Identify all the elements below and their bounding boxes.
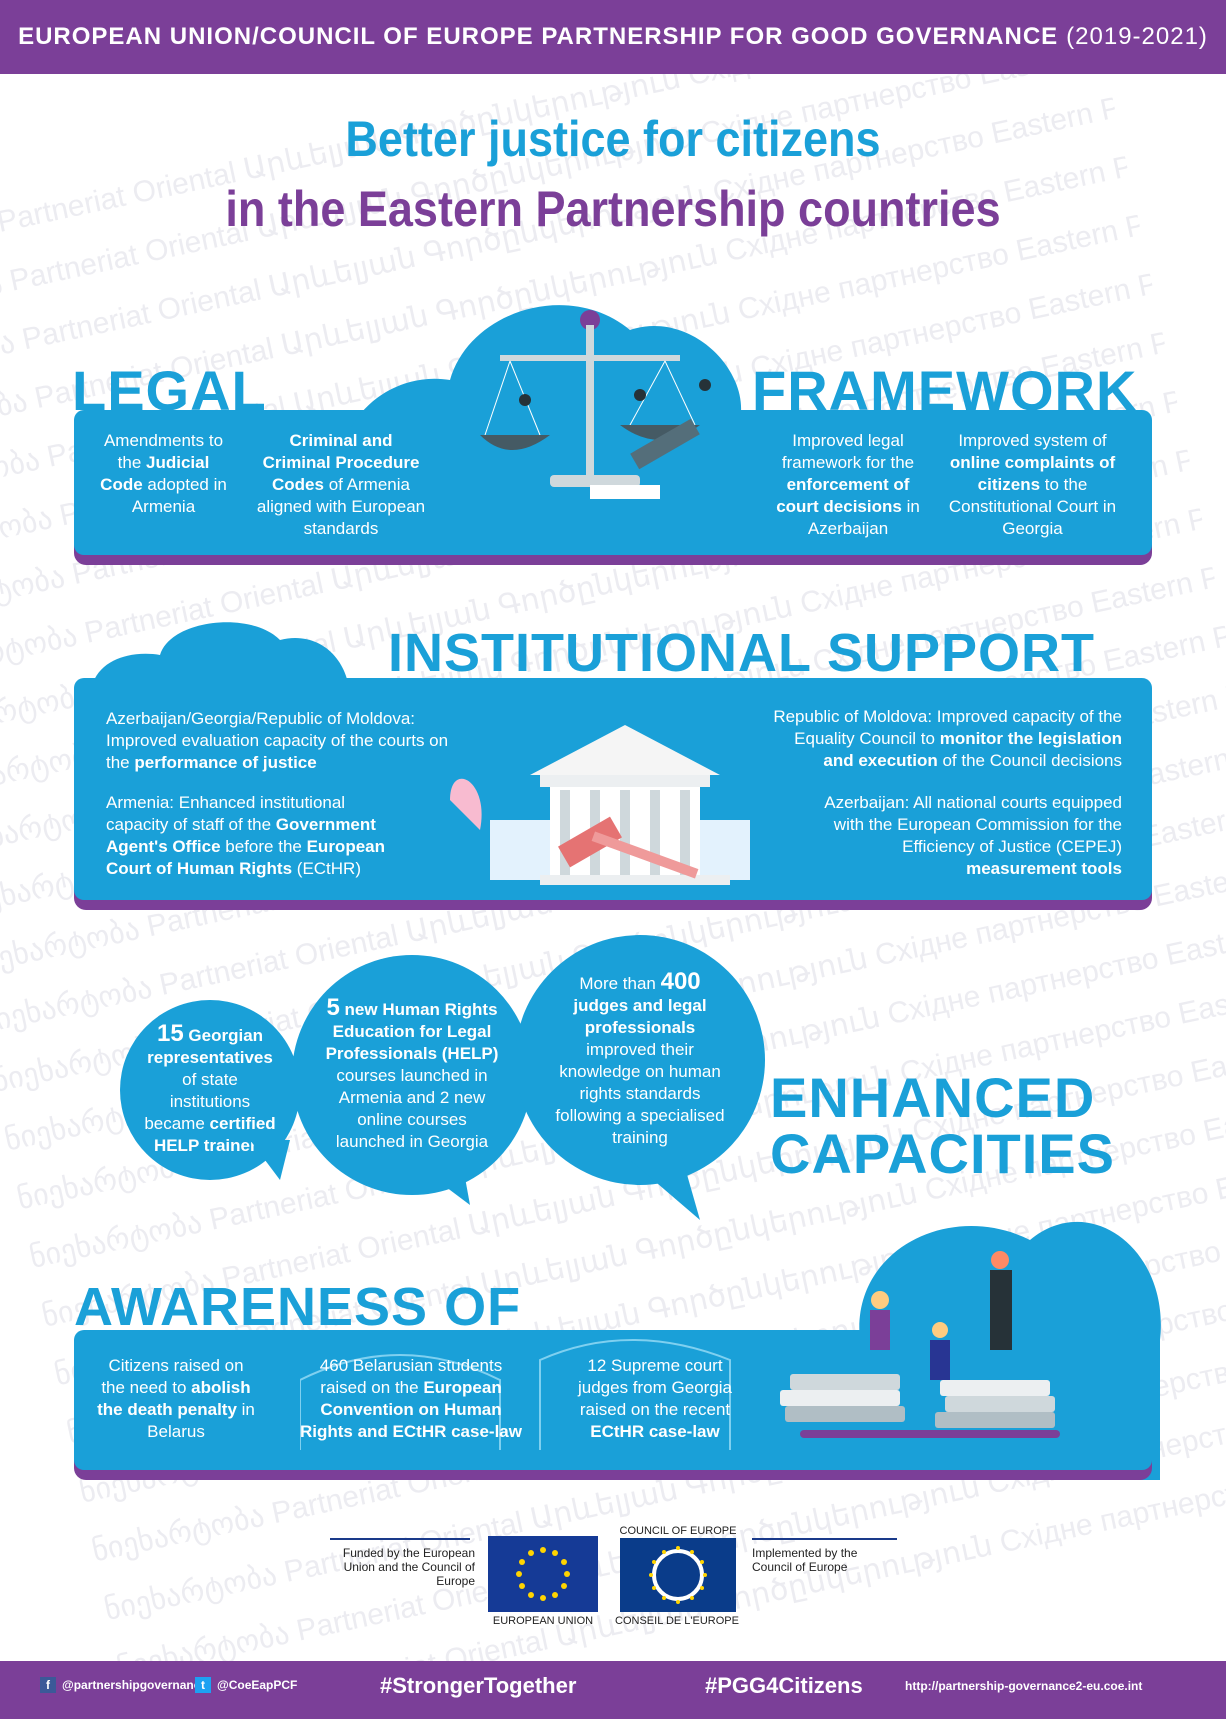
capacity-bubble-2-mid: courses launched in Armenia and 2 new on…	[335, 1066, 489, 1151]
institutional-right-1: Republic of Moldova: Improved capacity o…	[760, 706, 1122, 772]
framework-heading: FRAMEWORK	[752, 359, 1138, 422]
coe-caption-bottom: CONSEIL DE L'EUROPE	[615, 1615, 739, 1627]
awareness-item-1-bold: abolish the death penalty	[97, 1378, 251, 1419]
institutional-right-2-pre: Azerbaijan: All national courts equipped…	[824, 793, 1122, 856]
legal-item-2-bold: Criminal and Criminal Procedure Codes	[262, 431, 420, 494]
header-bar: EUROPEAN UNION/COUNCIL OF EUROPE PARTNER…	[0, 0, 1226, 74]
legal-cloud-icon	[338, 305, 742, 490]
eu-caption: EUROPEAN UNION	[492, 1615, 594, 1627]
institutional-right-2-bold: measurement tools	[966, 859, 1122, 878]
legal-item-4-pre: Improved system of	[958, 431, 1107, 450]
awareness-item-2: 460 Belarusian students raised on the Eu…	[296, 1355, 526, 1443]
implemented-divider	[752, 1538, 897, 1540]
facebook-link[interactable]: f @partnershipgovernance	[40, 1677, 207, 1693]
awareness-item-2-bold: European Convention on Human Rights and …	[300, 1378, 522, 1441]
legal-item-1-post: adopted in Armenia	[131, 475, 227, 516]
capacity-bubble-3-mid: improved their knowledge on human rights…	[555, 1040, 725, 1147]
legal-item-4: Improved system of online complaints of …	[945, 430, 1120, 540]
capacity-bubble-3: More than 400 judges and legal professio…	[515, 935, 765, 1185]
coe-caption-top: COUNCIL OF EUROPE	[619, 1525, 737, 1537]
hashtag-stronger-together: #StrongerTogether	[380, 1673, 577, 1698]
capacity-bubble-3-pre: More than	[579, 974, 656, 993]
enhanced-heading-line2: CAPACITIES	[770, 1122, 1115, 1185]
header-years: (2019-2021)	[1066, 23, 1208, 50]
twitter-icon: t	[195, 1677, 211, 1693]
institutional-left-1-pre: Azerbaijan/Georgia/Republic of Moldova: …	[106, 709, 449, 772]
header-title: EUROPEAN UNION/COUNCIL OF EUROPE PARTNER…	[18, 23, 1059, 50]
institutional-left-2-post: (ECtHR)	[296, 859, 361, 878]
enhanced-heading-line1: ENHANCED	[770, 1066, 1096, 1129]
hashtag-pgg4citizens: #PGG4Citizens	[705, 1673, 863, 1698]
institutional-left-2-mid: before the	[225, 837, 302, 856]
capacity-bubble-2: 5 new Human Rights Education for Legal P…	[292, 955, 532, 1195]
capacity-bubble-1-bold1: Georgian representatives	[147, 1026, 273, 1067]
enhanced-heading: ENHANCED CAPACITIES	[770, 1070, 1115, 1182]
institutional-left-2-bold: Government Agent's Office	[106, 815, 376, 856]
awareness-item-3-bold: ECtHR case-law	[590, 1422, 720, 1441]
legal-item-3-post: in Azerbaijan	[807, 497, 920, 538]
institutional-left-1-bold: performance of justice	[134, 753, 317, 772]
awareness-item-3-pre: 12 Supreme court judges from Georgia rai…	[577, 1356, 733, 1419]
awareness-heading: AWARENESS OF	[74, 1277, 522, 1337]
council-of-europe-logo-icon	[620, 1538, 736, 1612]
institutional-right-1-pre: Republic of Moldova: Improved capacity o…	[773, 707, 1122, 748]
capacity-bubble-2-bold1: new Human Rights Education for Legal Pro…	[325, 1000, 499, 1063]
twitter-link[interactable]: t @CoeEapPCF	[195, 1677, 297, 1693]
capacity-bubble-1-bold2: certified HELP trainers	[153, 1114, 276, 1155]
capacity-bubble-3-bold1: judges and legal professionals	[573, 996, 707, 1037]
page-title-line2: in the Eastern Partnership countries	[225, 181, 1001, 237]
institutional-right-1-bold: monitor the legislation and execution	[823, 729, 1122, 770]
legal-heading: LEGAL	[72, 359, 267, 422]
capacity-bubble-1-mid: of state institutions became	[144, 1070, 251, 1133]
awareness-item-1-pre: Citizens raised on the need to	[101, 1356, 244, 1397]
funded-divider	[330, 1538, 470, 1540]
scales-of-justice-icon	[480, 310, 711, 499]
legal-item-1-pre: Amendments to the	[103, 431, 224, 472]
capacity-bubble-1-num: 15	[156, 1020, 184, 1047]
legal-item-1-bold: Judicial Code	[100, 453, 210, 494]
institutional-heading: INSTITUTIONAL SUPPORT	[388, 623, 1096, 683]
capacity-bubble-1: 15 Georgian representatives of state ins…	[120, 1000, 300, 1180]
legal-item-1: Amendments to the Judicial Code adopted …	[96, 430, 231, 518]
twitter-handle: @CoeEapPCF	[217, 1678, 298, 1692]
eu-flag-icon	[488, 1536, 598, 1612]
awareness-item-1: Citizens raised on the need to abolish t…	[96, 1355, 256, 1443]
legal-item-3-bold: enforcement of court decisions	[776, 475, 910, 516]
people-on-books-icon	[780, 1251, 1060, 1438]
awareness-item-3: 12 Supreme court judges from Georgia rai…	[570, 1355, 740, 1443]
legal-item-4-bold: online complaints of citizens	[949, 453, 1116, 494]
institutional-left-2-pre: Armenia: Enhanced institutional capacity…	[106, 793, 346, 834]
institutional-right-2: Azerbaijan: All national courts equipped…	[820, 792, 1122, 880]
website-link[interactable]: http://partnership-governance2-eu.coe.in…	[905, 1679, 1143, 1693]
capacity-bubble-3-num: 400	[660, 968, 701, 995]
courthouse-icon	[450, 725, 750, 885]
capacity-bubble-2-num: 5	[326, 994, 340, 1021]
implemented-caption: Implemented by the Council of Europe	[752, 1546, 858, 1574]
institutional-left-2-bold2: European Court of Human Rights	[106, 837, 385, 878]
institutional-left-2: Armenia: Enhanced institutional capacity…	[106, 792, 406, 880]
legal-item-3: Improved legal framework for the enforce…	[768, 430, 928, 540]
legal-item-3-pre: Improved legal framework for the	[781, 431, 915, 472]
facebook-icon: f	[40, 1677, 56, 1693]
institutional-right-1-post: of the Council decisions	[942, 751, 1122, 770]
awareness-item-1-post: in Belarus	[147, 1400, 255, 1441]
page-title-line1: Better justice for citizens	[345, 111, 881, 167]
facebook-handle: @partnershipgovernance	[62, 1678, 208, 1692]
legal-item-2-post: of Armenia aligned with European standar…	[256, 475, 426, 538]
legal-item-2: Criminal and Criminal Procedure Codes of…	[256, 430, 426, 540]
institutional-left-1: Azerbaijan/Georgia/Republic of Moldova: …	[106, 708, 466, 774]
bubble-tails-icon	[250, 1140, 700, 1220]
awareness-item-2-pre: 460 Belarusian students raised on the	[319, 1356, 503, 1397]
funded-caption: Funded by the European Union and the Cou…	[342, 1546, 475, 1588]
legal-item-4-post: to the Constitutional Court in Georgia	[948, 475, 1117, 538]
court-building-outline-icon	[300, 1339, 731, 1450]
